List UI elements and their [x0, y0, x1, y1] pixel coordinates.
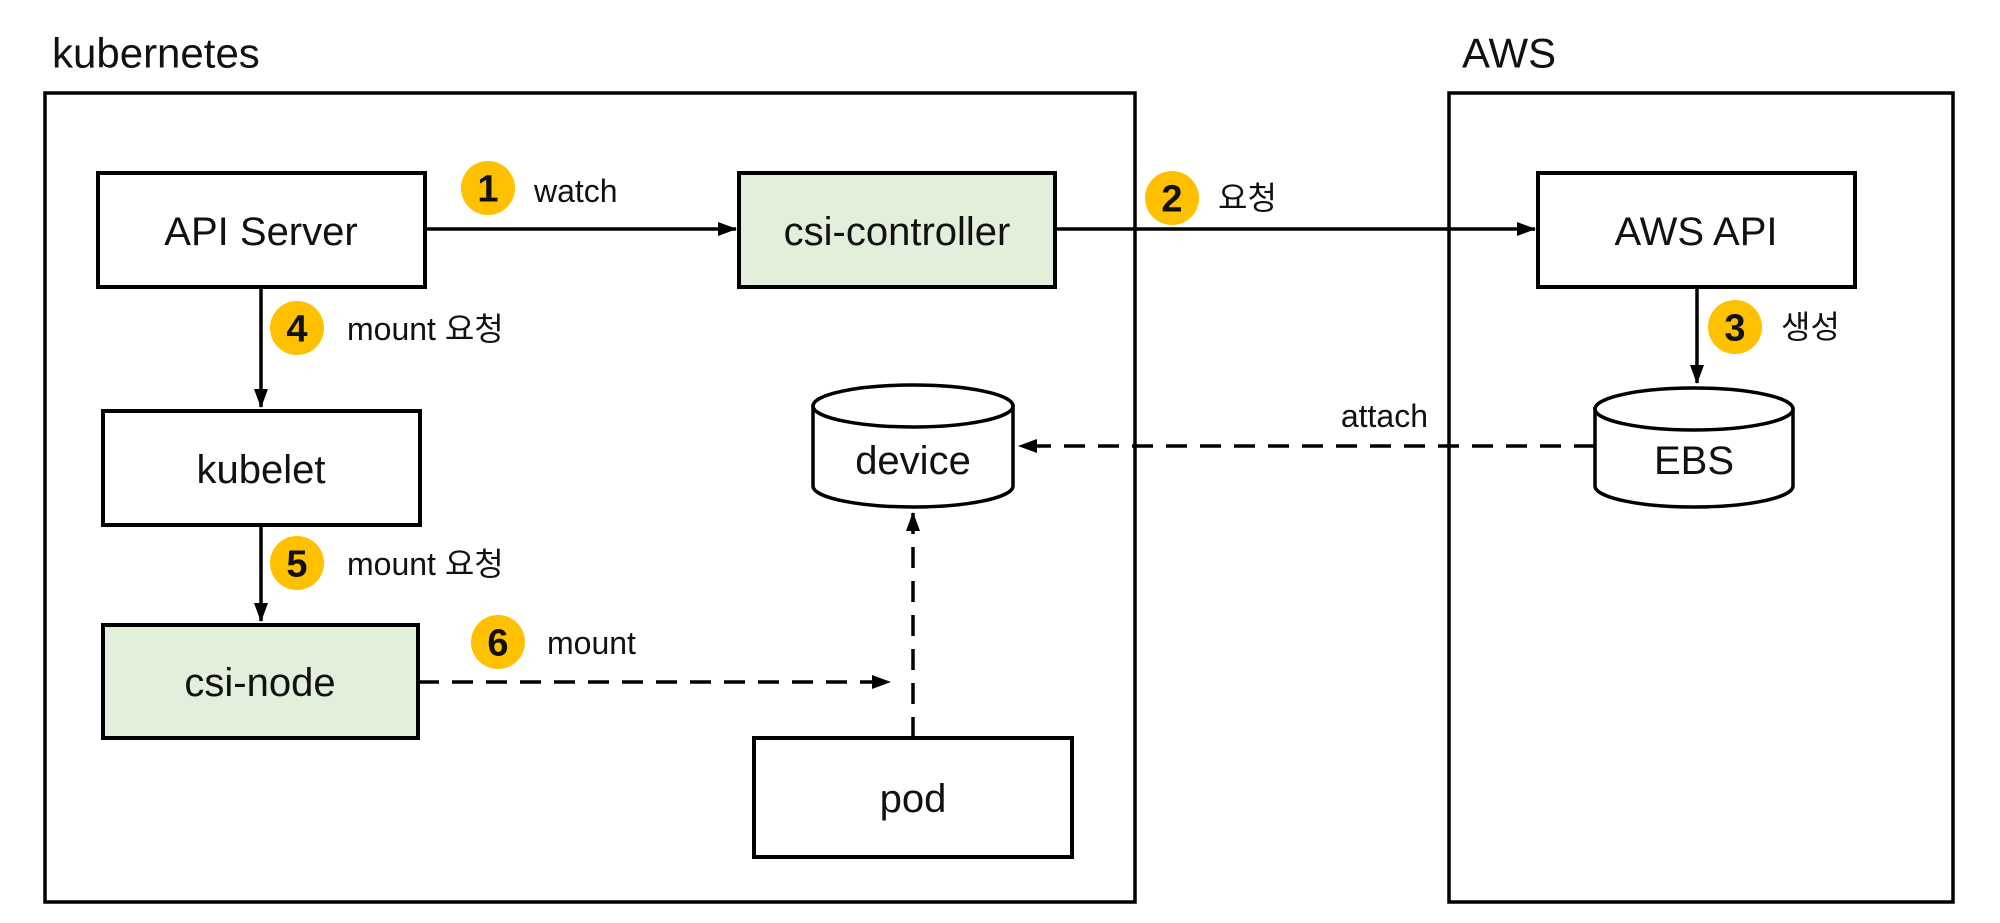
- api-server-node: [96, 171, 427, 289]
- ebs-cylinder-body: [1593, 407, 1795, 509]
- ebs-label: EBS: [1654, 439, 1734, 483]
- step-2-badge-number: 2: [1161, 178, 1182, 220]
- step-4-badge-circle: [270, 301, 324, 355]
- step-5-label: mount 요청: [347, 546, 504, 582]
- step-6-badge-number: 6: [487, 622, 508, 664]
- step-5-badge-number: 5: [286, 543, 307, 585]
- aws-api-node: [1536, 171, 1857, 289]
- step-5-badge: 5: [270, 536, 324, 590]
- step-4-badge: 4: [270, 301, 324, 355]
- csi-controller-node: [737, 171, 1057, 289]
- csi-node-node: [101, 623, 420, 740]
- aws-cloud-box: [1447, 91, 1955, 904]
- pod-label: pod: [880, 777, 947, 821]
- api-server-label: API Server: [164, 210, 357, 254]
- csi-node-label: csi-node: [184, 661, 335, 705]
- step-6-badge: 6: [471, 615, 525, 669]
- device-label: device: [855, 439, 971, 483]
- kubelet-node: [101, 409, 422, 527]
- step-1-badge-circle: [461, 161, 515, 215]
- step-4-badge-number: 4: [286, 308, 307, 350]
- step-4-label: mount 요청: [347, 311, 504, 347]
- pod-node: [752, 736, 1074, 859]
- step-3-badge-number: 3: [1724, 307, 1745, 349]
- step-3-badge-circle: [1708, 300, 1762, 354]
- device-cylinder-body: [811, 404, 1015, 509]
- step-6-badge-circle: [471, 615, 525, 669]
- csi-controller-label: csi-controller: [784, 210, 1011, 254]
- step-6-label: mount: [547, 625, 636, 661]
- step-1-badge: 1: [461, 161, 515, 215]
- kubernetes-label: kubernetes: [52, 30, 260, 77]
- step-2-label: 요청: [1218, 180, 1277, 216]
- ebs-cylinder-top: [1593, 386, 1795, 432]
- step-1-badge-number: 1: [477, 168, 498, 210]
- kubelet-label: kubelet: [197, 448, 326, 492]
- step-2-badge: 2: [1145, 171, 1199, 225]
- attach-label: attach: [1341, 398, 1428, 434]
- aws-api-label: AWS API: [1614, 210, 1777, 254]
- step-3-label: 생성: [1781, 309, 1840, 345]
- step-5-badge-circle: [270, 536, 324, 590]
- kubernetes-cluster-box: [43, 91, 1137, 904]
- step-3-badge: 3: [1708, 300, 1762, 354]
- step-2-badge-circle: [1145, 171, 1199, 225]
- step-1-label: watch: [533, 173, 618, 209]
- device-cylinder-top: [811, 383, 1015, 429]
- aws-label: AWS: [1462, 30, 1556, 77]
